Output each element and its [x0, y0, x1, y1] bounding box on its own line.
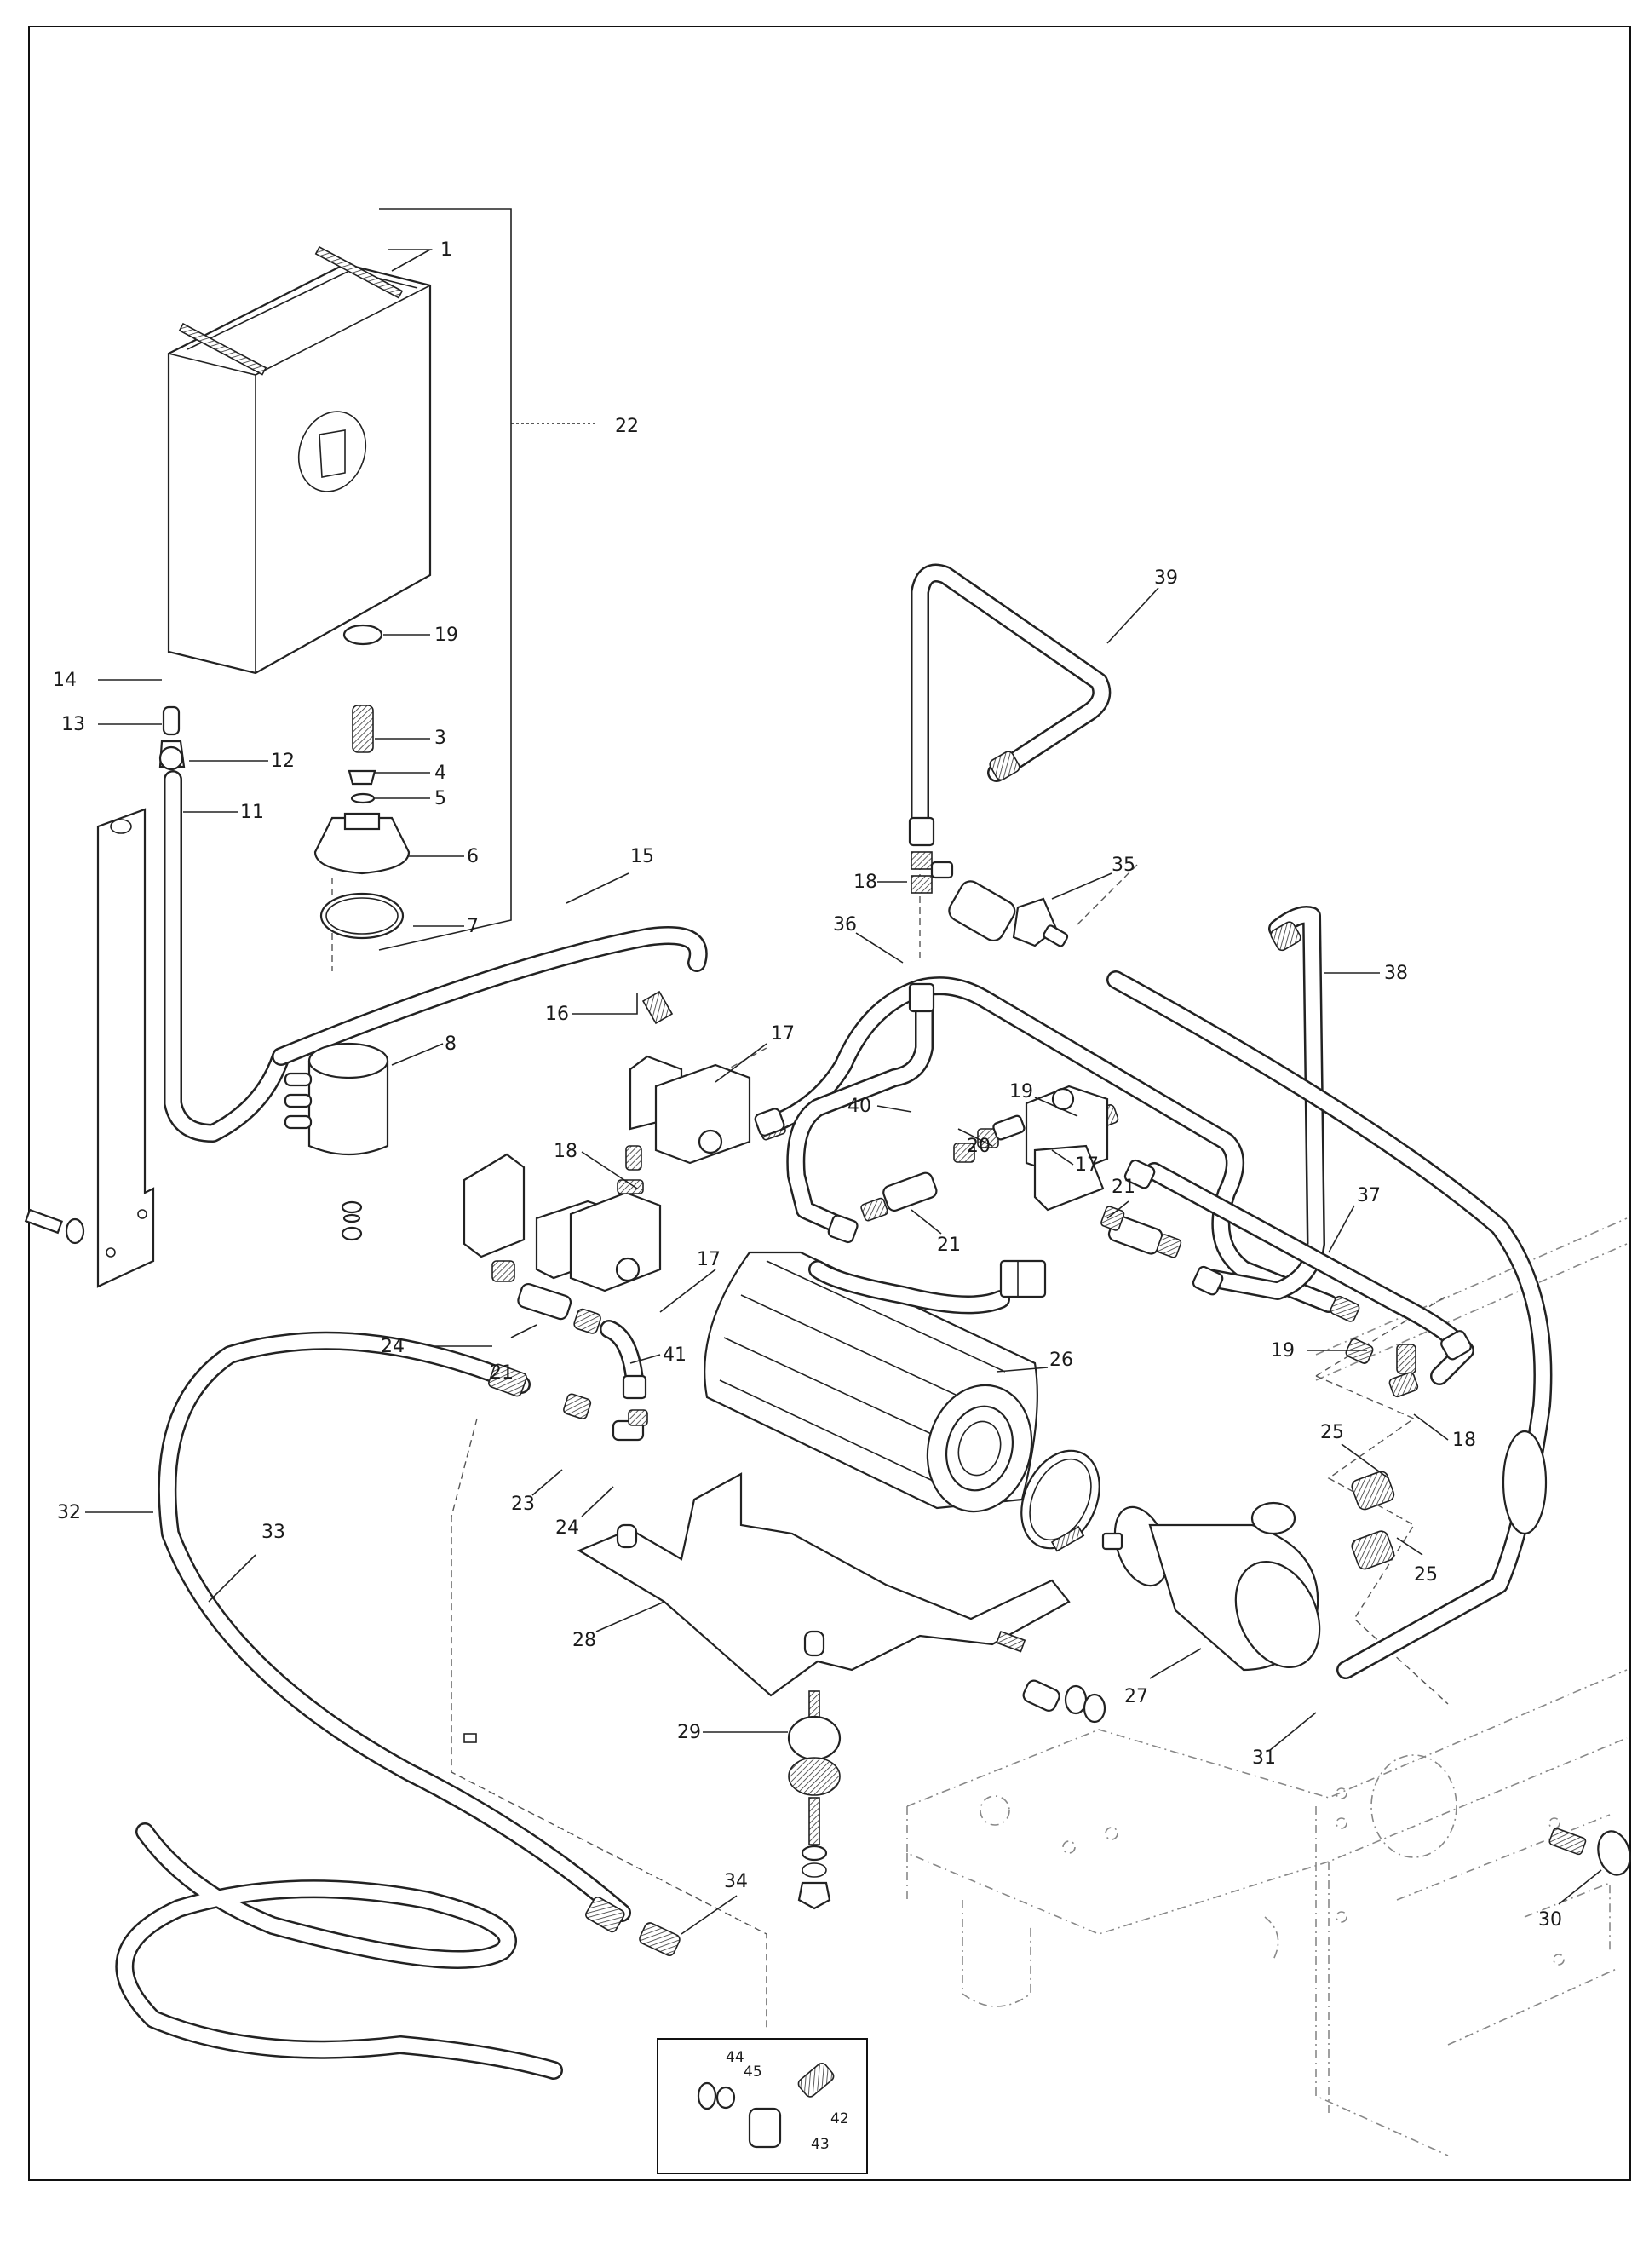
callout-8: 8: [445, 1033, 457, 1055]
hose-15: [272, 926, 708, 1066]
callout-28: 28: [572, 1630, 596, 1651]
callout-13: 13: [61, 714, 85, 735]
pressure-switch: [948, 880, 1069, 947]
leader-lines: [85, 249, 1602, 1935]
callout-21c: 21: [1112, 1177, 1135, 1198]
nipples-25: [1351, 1471, 1395, 1570]
callout-6: 6: [467, 846, 479, 867]
callout-31: 31: [1252, 1747, 1276, 1769]
callout-21a: 21: [490, 1362, 514, 1384]
tank-socket: [284, 1042, 389, 1241]
hose-clamp: [1020, 1449, 1100, 1552]
drain-hose: [115, 1822, 563, 2080]
motor-bracket: [577, 1472, 1071, 1697]
side-bracket: [24, 808, 155, 1288]
callout-labels: 1 22 19 14 13 12 11 3 4 5 6 7 15 8 16 17…: [53, 239, 1562, 2153]
callout-1: 1: [440, 239, 452, 261]
callout-45: 45: [744, 2064, 762, 2081]
callout-17a: 17: [771, 1023, 795, 1045]
inset-box: [657, 2038, 868, 2174]
callout-39: 39: [1154, 567, 1178, 589]
callout-34: 34: [724, 1871, 748, 1892]
water-tank: [167, 245, 432, 675]
callout-25b: 25: [1414, 1564, 1438, 1586]
pump-motor: [704, 1251, 1047, 1513]
fitting-31: [1022, 1679, 1106, 1724]
pump-head: [1101, 1501, 1321, 1672]
solenoid-valve-right: [860, 1085, 1182, 1258]
callout-5: 5: [434, 788, 446, 809]
callout-22: 22: [615, 416, 639, 437]
callout-17b: 17: [697, 1249, 721, 1270]
callout-37: 37: [1357, 1185, 1381, 1206]
callout-40: 40: [847, 1096, 871, 1117]
callout-16: 16: [545, 1004, 569, 1025]
pipe-fittings: [754, 751, 1472, 1398]
knob-screw: [1548, 1828, 1631, 1876]
callout-4: 4: [434, 763, 446, 784]
pipes: [761, 563, 1553, 1679]
callout-3: 3: [434, 728, 446, 749]
suction-hose: [164, 770, 290, 1143]
callout-19b: 19: [1009, 1081, 1033, 1102]
callout-14: 14: [53, 670, 77, 691]
callout-7: 7: [467, 916, 479, 937]
callout-24b: 24: [555, 1517, 579, 1539]
callout-27: 27: [1124, 1686, 1148, 1707]
callout-32: 32: [57, 1502, 81, 1523]
left-fittings: [491, 1260, 648, 1442]
callout-20: 20: [967, 1136, 991, 1157]
callout-15: 15: [630, 846, 654, 867]
callout-30: 30: [1538, 1909, 1562, 1931]
callout-36: 36: [833, 914, 857, 935]
callout-23: 23: [511, 1494, 535, 1515]
callout-35: 35: [1112, 855, 1135, 876]
callout-19c: 19: [1271, 1340, 1295, 1361]
callout-43: 43: [811, 2136, 830, 2153]
callout-12: 12: [271, 751, 295, 772]
solenoid-valve-upper: [629, 990, 751, 1165]
callout-44: 44: [726, 2049, 744, 2066]
callout-26: 26: [1049, 1350, 1073, 1371]
group-bracket-22: [378, 208, 512, 951]
callout-17c: 17: [1075, 1154, 1099, 1176]
callout-38: 38: [1384, 963, 1408, 984]
tank-small-parts: [158, 624, 411, 940]
callout-24a: 24: [381, 1336, 405, 1357]
callout-29: 29: [677, 1722, 701, 1743]
callout-18b: 18: [853, 872, 877, 893]
solenoid-valve-lower: [463, 1116, 786, 1292]
callout-19: 19: [434, 625, 458, 646]
callout-25a: 25: [1320, 1422, 1344, 1443]
callout-42: 42: [830, 2110, 849, 2127]
callout-18a: 18: [554, 1141, 577, 1162]
callout-33: 33: [261, 1522, 285, 1543]
callout-41: 41: [663, 1344, 687, 1366]
callout-18c: 18: [1452, 1430, 1476, 1451]
callout-21b: 21: [937, 1235, 961, 1256]
braided-hose: [158, 1331, 681, 1956]
drawing-frame: [28, 26, 1631, 2181]
callout-11: 11: [240, 802, 264, 823]
anti-vibration-mount: [787, 1690, 842, 1910]
